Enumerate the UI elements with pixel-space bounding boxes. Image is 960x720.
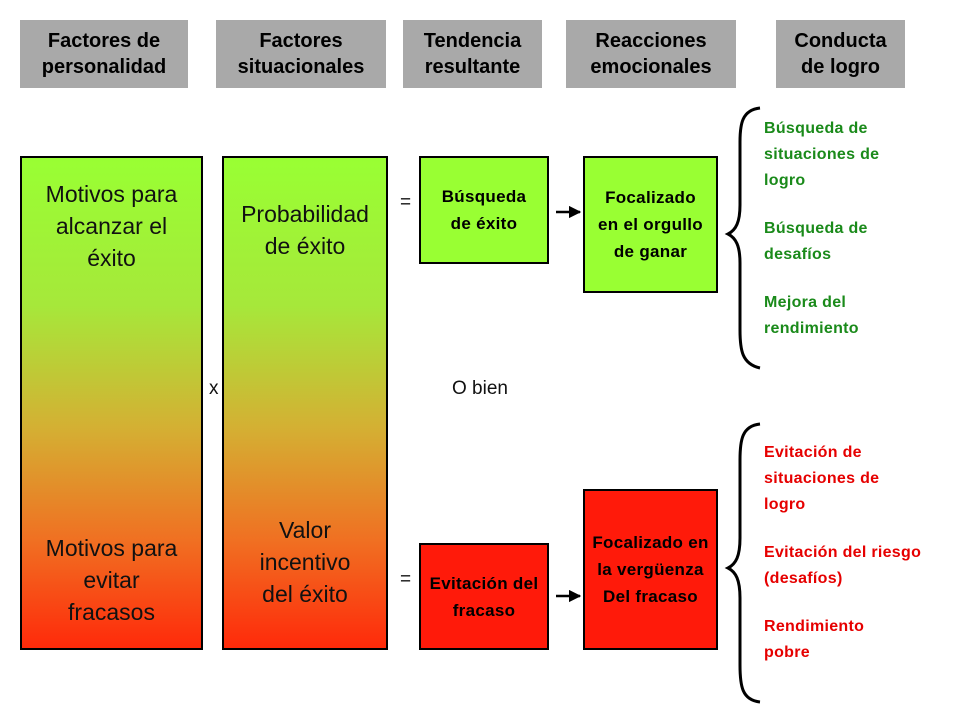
positive-behaviors-list: Búsqueda de situaciones de logro Búsqued… <box>764 116 924 364</box>
tendency-success-text: Búsqueda de éxito <box>441 187 527 233</box>
equals-bottom-operator: = <box>400 569 412 590</box>
list-item: Evitación de situaciones de logro <box>764 444 880 513</box>
situational-factors-box: Probabilidad de éxito Valor incentivo de… <box>222 156 388 650</box>
curly-brace-top-icon <box>724 106 761 370</box>
tendency-failure-text: Evitación del fracaso <box>429 573 539 620</box>
header-emotional-reactions: Reacciones emocionales <box>566 20 736 88</box>
probability-success-text: Probabilidad de éxito <box>241 201 369 259</box>
emotion-pride-box: Focalizado en el orgullo de ganar <box>583 156 718 293</box>
emotion-shame-text: Focalizado en la vergüenza Del fracaso <box>592 533 709 606</box>
tendency-success-box: Búsqueda de éxito <box>419 156 549 264</box>
header-label: Reacciones emocionales <box>590 30 712 78</box>
emotion-pride-text: Focalizado en el orgullo de ganar <box>598 188 703 261</box>
personality-factors-box: Motivos para alcanzar el éxito Motivos p… <box>20 156 203 650</box>
header-achievement-behavior: Conducta de logro <box>776 20 905 88</box>
list-item: Mejora del rendimiento <box>764 294 859 337</box>
header-personality-factors: Factores de personalidad <box>20 20 188 88</box>
negative-behaviors-list: Evitación de situaciones de logro Evitac… <box>764 440 944 688</box>
header-label: Factores de personalidad <box>41 30 167 78</box>
multiply-operator: x <box>209 378 219 399</box>
header-situational-factors: Factores situacionales <box>216 20 386 88</box>
list-item: Búsqueda de situaciones de logro <box>764 120 880 189</box>
header-label: Tendencia resultante <box>423 30 522 78</box>
header-label: Factores situacionales <box>237 30 365 78</box>
list-item: Rendimiento pobre <box>764 618 865 661</box>
list-item: Evitación del riesgo (desafíos) <box>764 544 922 587</box>
curly-brace-bottom-icon <box>724 422 761 704</box>
incentive-value-text: Valor incentivo del éxito <box>259 517 351 607</box>
list-item: Búsqueda de desafíos <box>764 220 868 263</box>
header-resulting-tendency: Tendencia resultante <box>403 20 542 88</box>
tendency-failure-box: Evitación del fracaso <box>419 543 549 650</box>
motive-avoid-failure-text: Motivos para evitar fracasos <box>45 535 178 625</box>
equals-top-operator: = <box>400 192 412 213</box>
motive-success-text: Motivos para alcanzar el éxito <box>45 181 178 271</box>
or-label: O bien <box>452 378 508 399</box>
header-label: Conducta de logro <box>794 30 887 78</box>
emotion-shame-box: Focalizado en la vergüenza Del fracaso <box>583 489 718 650</box>
